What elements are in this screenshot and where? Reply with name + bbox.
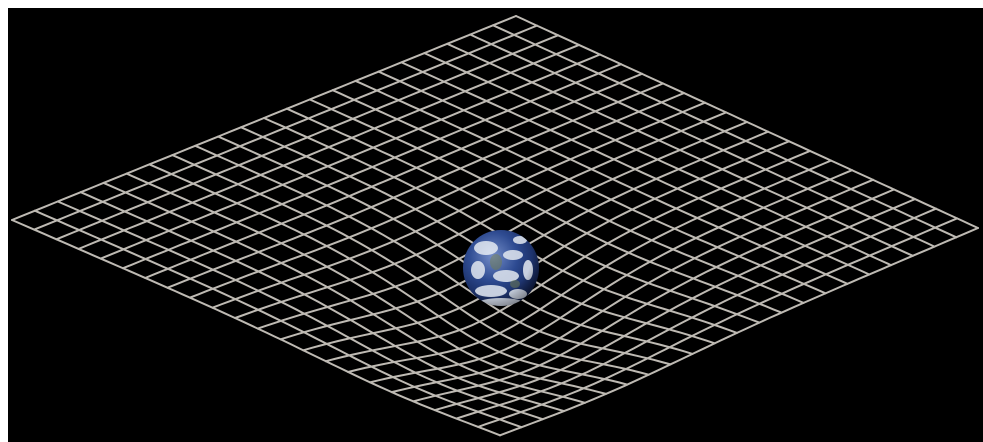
grid-line-family-a xyxy=(58,202,543,420)
earth-planet xyxy=(463,230,539,310)
grid-line-family-b xyxy=(456,209,936,419)
grid-line-family-a xyxy=(35,211,522,428)
grid-line-family-a xyxy=(218,137,692,354)
spacetime-illustration xyxy=(8,8,983,442)
space-background xyxy=(8,8,983,442)
grid-line-family-b xyxy=(478,218,957,427)
grid-line-family-a xyxy=(447,44,913,256)
spacetime-grid xyxy=(12,16,978,435)
